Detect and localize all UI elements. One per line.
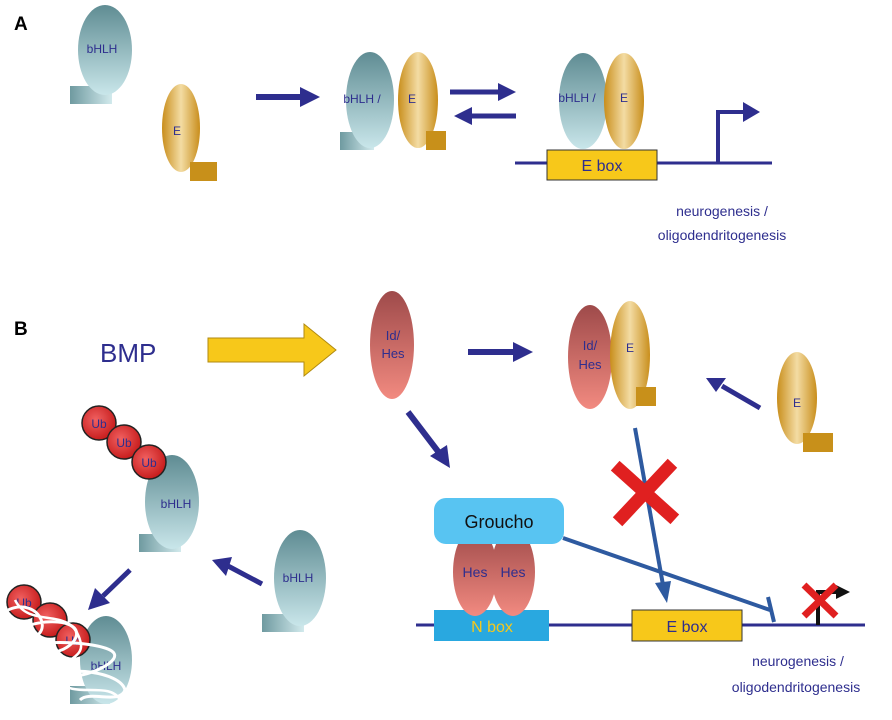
e-box-label-b: E box (667, 619, 708, 636)
ubiquitinated-bhlh: bHLH Ub Ub Ub (81, 405, 199, 552)
red-x-block-b1 (610, 458, 680, 527)
bmp-label: BMP (100, 338, 156, 368)
ub-label-2: Ub (116, 436, 132, 450)
id-hes-e-complex: Id/ Hes E (568, 301, 656, 409)
groucho-label: Groucho (464, 512, 533, 532)
e-label-b2: E (793, 396, 801, 410)
arrow-a1 (256, 87, 320, 107)
e-label-b1: E (626, 341, 634, 355)
bhlh-label-a1: bHLH (87, 42, 118, 56)
hes-label-b4: Hes (501, 564, 526, 580)
bhlh-label-b1: bHLH (283, 571, 314, 585)
hes-label-b1: Hes (381, 346, 405, 361)
e-box-a: E box (546, 149, 658, 181)
e-label-a1: E (173, 124, 181, 138)
panel-b-letter: B (14, 319, 28, 340)
arrow-to-degradation (88, 568, 132, 610)
bhlh-e-dimer-bound-a: bHLH / E (558, 53, 644, 149)
arrow-e-to-complex (706, 378, 762, 411)
e-box-b: E box (631, 609, 743, 642)
promoter-arrow-a (716, 102, 760, 163)
e-box-label-a: E box (582, 158, 623, 175)
bhlh-label-b2: bHLH (161, 497, 192, 511)
arrow-to-ubiquitination (212, 557, 264, 587)
n-box-label: N box (471, 619, 513, 636)
groucho-protein: Groucho (434, 498, 564, 544)
id-label-b2: Id/ (583, 338, 598, 353)
bhlh-slash-label-a1: bHLH / (343, 92, 381, 106)
panel-a-letter: A (14, 14, 28, 35)
neuro-text-b1: neurogenesis / (752, 653, 844, 669)
hes-label-b2: Hes (578, 357, 602, 372)
blocked-arrow-to-e-box (633, 427, 671, 603)
arrow-to-groucho-complex (405, 410, 450, 468)
hes-dimer: Hes Hes (453, 528, 535, 616)
ub-label-1: Ub (91, 417, 107, 431)
n-box: N box (434, 610, 549, 641)
degraded-bhlh: bHLH Ub Ub (6, 584, 132, 704)
id-hes-protein: Id/ Hes (370, 291, 414, 399)
ub-label-3: Ub (141, 456, 157, 470)
e-protein-b: E (777, 352, 833, 452)
id-label-b1: Id/ (386, 328, 401, 343)
bhlh-protein-b-free: bHLH (262, 530, 326, 632)
e-label-a2: E (408, 92, 416, 106)
neuro-text-a2: oligodendritogenesis (658, 227, 786, 243)
equilibrium-arrows (450, 83, 516, 125)
red-x-block-b2 (801, 582, 839, 619)
bhlh-e-dimer-a: bHLH / E (340, 52, 446, 150)
arrow-to-id-e-complex (468, 342, 533, 362)
hes-label-b3: Hes (463, 564, 488, 580)
bmp-arrow (207, 322, 337, 378)
neuro-text-b2: oligodendritogenesis (732, 679, 860, 695)
bhlh-slash-label-a2: bHLH / (558, 91, 596, 105)
e-label-a3: E (620, 91, 628, 105)
inhibition-line (562, 536, 776, 623)
bhlh-protein-a: bHLH (70, 5, 132, 104)
e-protein-a: E (162, 84, 217, 181)
neuro-text-a1: neurogenesis / (676, 203, 768, 219)
